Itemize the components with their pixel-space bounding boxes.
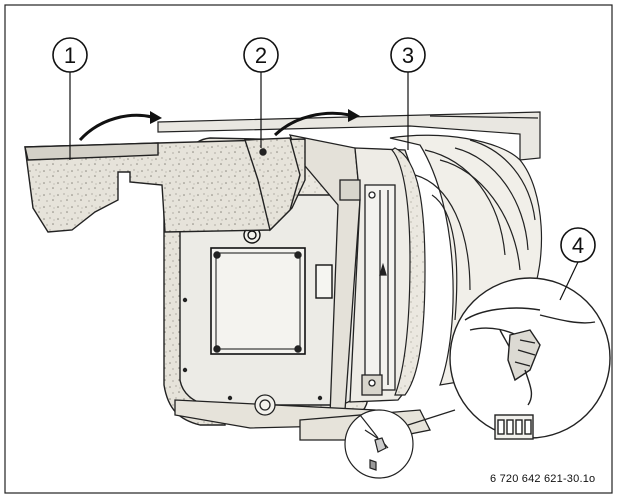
callout-circle-4	[560, 227, 596, 263]
insulation-panel-2	[244, 137, 301, 232]
callout-label-2: 2	[255, 43, 267, 68]
connector-detail-large	[449, 277, 611, 440]
callout-label-1: 1	[64, 43, 76, 68]
callout-circle-1	[52, 37, 88, 73]
callout-circle-3	[390, 37, 426, 73]
side-insulation-strip	[391, 147, 426, 396]
callout-labels: 1 2 3 4	[64, 43, 584, 258]
callout-label-4: 4	[572, 233, 584, 258]
insulation-panel-1	[24, 138, 306, 233]
arrow-heads	[150, 109, 360, 124]
callout-circle-2	[243, 37, 279, 73]
rear-rail	[157, 111, 541, 161]
callout-circles	[52, 37, 596, 263]
connector-detail-small	[344, 409, 456, 479]
callout-label-3: 3	[402, 43, 414, 68]
callout-leaders	[69, 72, 579, 301]
removal-arrows	[78, 111, 351, 142]
figure-reference-number: 6 720 642 621-30.1o	[490, 473, 596, 485]
